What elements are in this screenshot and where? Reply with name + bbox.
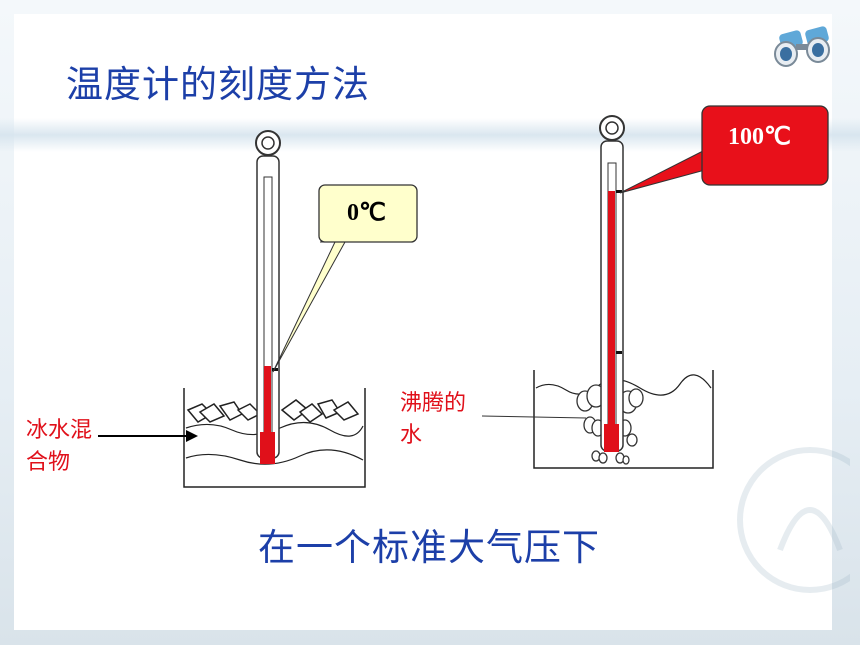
ice-water-beaker: [183, 388, 366, 488]
ice-water-label-line2: 合物: [26, 450, 71, 475]
mercury-column-right: [608, 191, 615, 431]
hundred-mark: [616, 190, 622, 193]
mercury-bulb-right: [604, 424, 619, 452]
callout-hundred: [619, 105, 829, 194]
page-title: 温度计的刻度方法: [66, 63, 370, 106]
leader-line-boiling: [481, 415, 587, 419]
thermometer-left: [255, 130, 281, 464]
arrow-ice-water: [98, 430, 198, 442]
condition-caption: 在一个标准大气压下: [258, 526, 600, 569]
callout-hundred-text: 100℃: [728, 124, 791, 150]
corner-leaf-icon: [737, 447, 850, 593]
boiling-water-label-line2: 水: [400, 423, 423, 448]
mercury-bulb-left: [260, 432, 275, 464]
zero-mark: [272, 368, 278, 371]
boiling-water-label-line1: 沸腾的: [400, 391, 467, 416]
slide-background: [14, 14, 832, 630]
ice-cubes: [186, 399, 360, 423]
ice-water-label-line1: 冰水混: [26, 418, 93, 443]
binoculars-icon: [774, 26, 830, 67]
mercury-column-left: [264, 366, 271, 436]
zero-mark-right: [616, 351, 622, 354]
callout-zero-text: 0℃: [347, 200, 386, 226]
thermometer-right: [599, 115, 625, 452]
callout-zero: [272, 184, 418, 373]
